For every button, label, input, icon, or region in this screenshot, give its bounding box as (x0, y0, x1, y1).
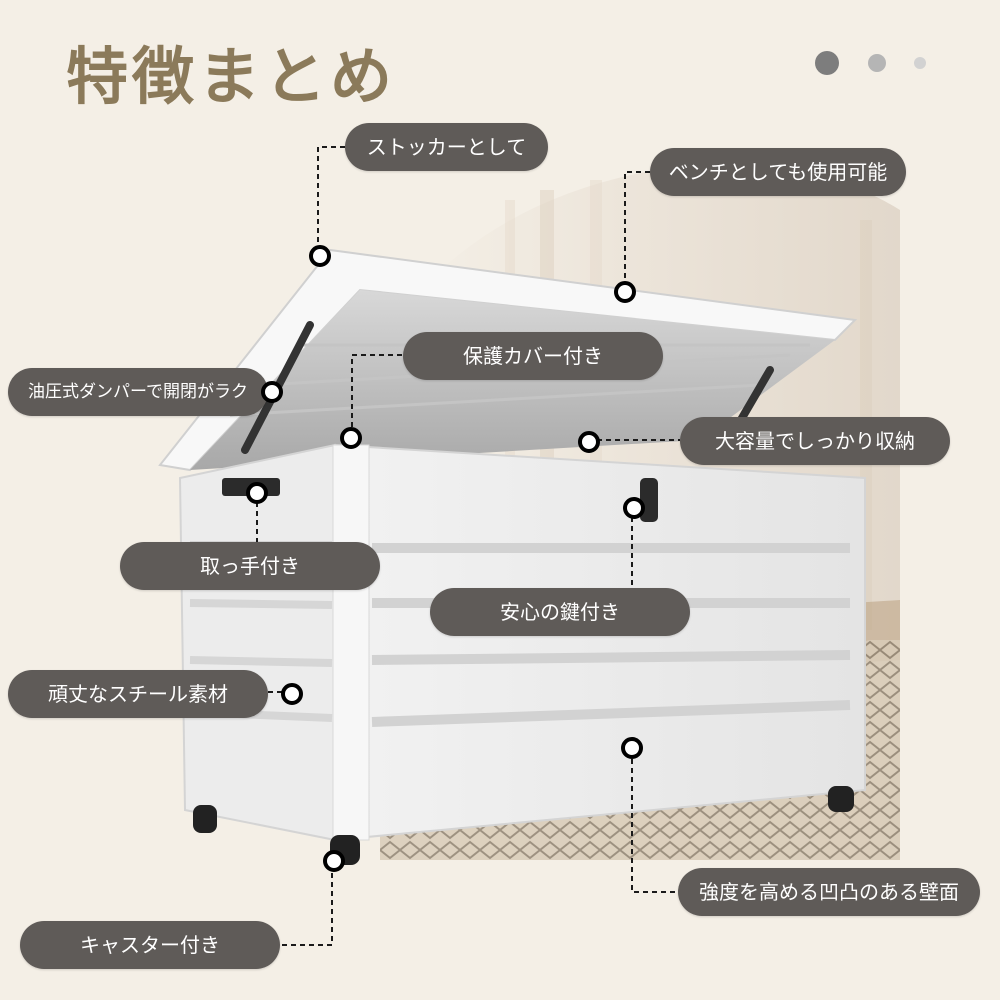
carousel-dot-1[interactable] (815, 51, 839, 75)
callout-steel: 頑丈なスチール素材 (8, 670, 268, 718)
marker-capacity (578, 431, 600, 453)
marker-stocker (309, 245, 331, 267)
marker-handle (246, 482, 268, 504)
carousel-dot-2[interactable] (868, 54, 886, 72)
callout-cover: 保護カバー付き (403, 332, 663, 380)
marker-bench (614, 281, 636, 303)
marker-wall (621, 737, 643, 759)
callout-capacity: 大容量でしっかり収納 (680, 417, 950, 465)
marker-steel (281, 683, 303, 705)
callout-lock: 安心の鍵付き (430, 588, 690, 636)
carousel-dot-3[interactable] (914, 57, 926, 69)
marker-lock (623, 497, 645, 519)
marker-caster (323, 850, 345, 872)
callout-damper: 油圧式ダンパーで開閉がラク (8, 368, 268, 416)
callout-caster: キャスター付き (20, 921, 280, 969)
marker-damper (261, 381, 283, 403)
carousel-indicator (815, 51, 926, 75)
callout-wall: 強度を高める凹凸のある壁面 (678, 868, 980, 916)
callout-handle: 取っ手付き (120, 542, 380, 590)
callout-bench: ベンチとしても使用可能 (650, 148, 906, 196)
page-title: 特徴まとめ (66, 40, 397, 113)
marker-cover (340, 427, 362, 449)
callout-stocker: ストッカーとして (345, 123, 548, 171)
